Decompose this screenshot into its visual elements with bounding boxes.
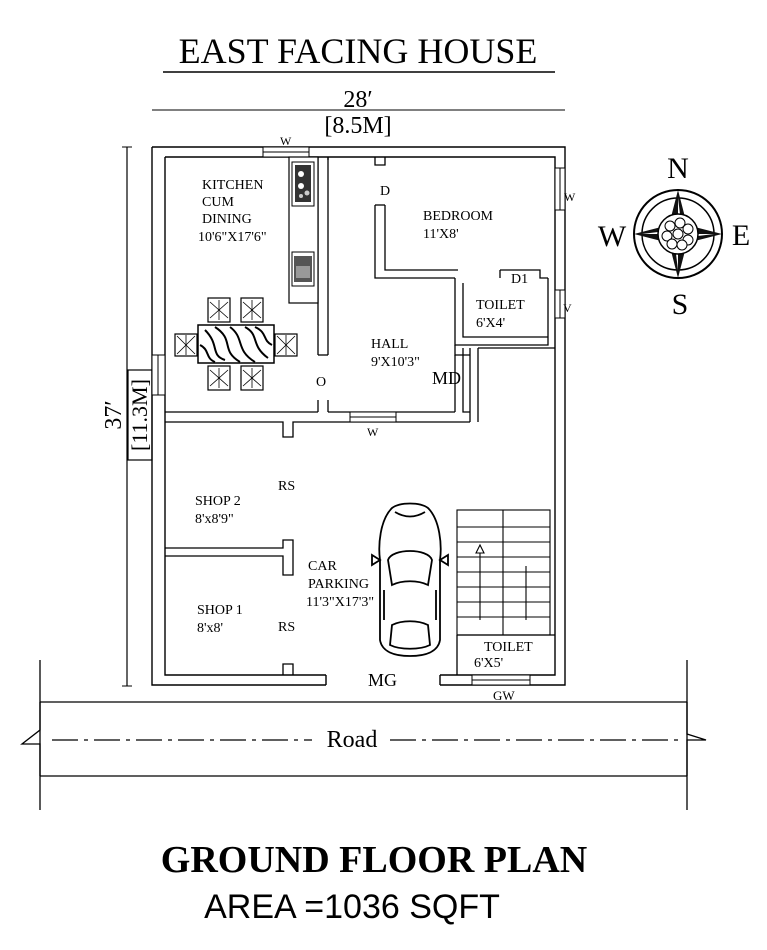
depth-feet-label: 37′	[101, 400, 127, 429]
width-feet-label: 28′	[343, 87, 372, 113]
dining-table	[174, 297, 298, 391]
toilet-lower-label: TOILET	[484, 640, 533, 655]
rolling-shutter-marker-shop1: RS	[278, 620, 295, 635]
compass-icon	[633, 189, 723, 279]
depth-meter-label: [11.3M]	[127, 379, 152, 451]
window-marker-bedroom: W	[564, 190, 576, 204]
hall-size: 9'X10'3"	[371, 355, 420, 370]
area-label: AREA =1036 SQFT	[204, 888, 500, 926]
compass-north: N	[667, 152, 689, 185]
car-parking-size: 11'3"X17'3"	[306, 595, 374, 610]
door-marker-bedroom: D	[380, 184, 390, 199]
kitchen-label-line2: CUM	[202, 195, 234, 210]
main-door-marker: MD	[432, 368, 461, 388]
toilet-upper-size: 6'X4'	[476, 316, 505, 331]
car-icon	[371, 502, 449, 657]
shop2-size: 8'x8'9"	[195, 512, 234, 527]
shop2-label: SHOP 2	[195, 494, 241, 509]
plan-heading: EAST FACING HOUSE	[179, 31, 538, 71]
kitchen-label-line1: KITCHEN	[202, 178, 263, 193]
shop1-label: SHOP 1	[197, 603, 243, 618]
windows	[151, 146, 566, 686]
vent-marker-toilet: V	[563, 301, 572, 315]
opening-marker: O	[316, 375, 326, 390]
stove-icon	[295, 165, 311, 202]
window-marker-kitchen: W	[280, 134, 292, 148]
toilet-lower-size: 6'X5'	[474, 656, 503, 671]
kitchen-counter	[288, 156, 319, 304]
car-parking-label-line2: PARKING	[308, 577, 369, 592]
toilet-upper-label: TOILET	[476, 298, 525, 313]
compass-west: W	[598, 220, 627, 253]
compass-south: S	[672, 288, 689, 321]
sink-icon	[291, 251, 315, 287]
rolling-shutter-marker-shop2: RS	[278, 479, 295, 494]
car-parking-label-line1: CAR	[308, 559, 337, 574]
gate-window-marker: GW	[493, 688, 515, 703]
kitchen-size: 10'6"X17'6"	[198, 230, 267, 245]
staircase	[456, 509, 551, 636]
road	[20, 660, 707, 810]
window-marker-hall: W	[367, 425, 379, 439]
main-gate-marker: MG	[368, 670, 397, 690]
compass-east: E	[732, 219, 750, 252]
bedroom-label: BEDROOM	[423, 209, 494, 224]
bedroom-size: 11'X8'	[423, 227, 459, 242]
kitchen-label-line3: DINING	[202, 212, 252, 227]
ground-floor-plan-title: GROUND FLOOR PLAN	[161, 839, 587, 881]
door-marker-toilet: D1	[511, 272, 528, 287]
shop1-size: 8'x8'	[197, 621, 223, 636]
width-meter-label: [8.5M]	[324, 113, 391, 139]
road-label: Road	[327, 727, 378, 753]
hall-label: HALL	[371, 337, 408, 352]
